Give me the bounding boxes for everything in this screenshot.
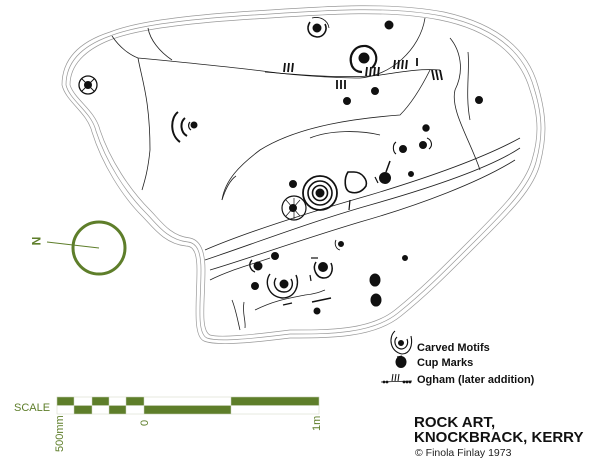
north-arrow	[46, 220, 127, 276]
concentric-rings-icon	[390, 330, 413, 358]
cup-mark-icon	[395, 356, 407, 368]
ogham-inscription	[264, 58, 443, 89]
north-label: N	[29, 236, 44, 246]
wheel-motif	[78, 75, 98, 95]
scale-tick-1m: 1m	[311, 415, 323, 431]
scale-label: SCALE	[14, 402, 51, 414]
fracture-lines	[111, 17, 521, 331]
legend-ogham: Ogham (later addition)	[417, 374, 535, 386]
ogham-icon	[380, 373, 413, 384]
carvings	[78, 17, 483, 315]
rock-outline	[61, 5, 546, 344]
scale-tick-500mm: 500mm	[54, 415, 66, 452]
scale-bar	[56, 396, 320, 415]
title-line-1: ROCK ART,	[414, 414, 496, 431]
arc-motif	[171, 111, 192, 143]
concentric-rings-motif	[302, 175, 338, 211]
scale-tick-0: 0	[139, 419, 151, 426]
legend-cup-marks: Cup Marks	[417, 357, 474, 369]
credit: © Finola Finlay 1973	[415, 447, 512, 459]
legend-carved-motifs: Carved Motifs	[417, 342, 490, 354]
legend-symbols	[380, 330, 413, 384]
title-line-2: KNOCKBRACK, KERRY	[414, 429, 584, 446]
